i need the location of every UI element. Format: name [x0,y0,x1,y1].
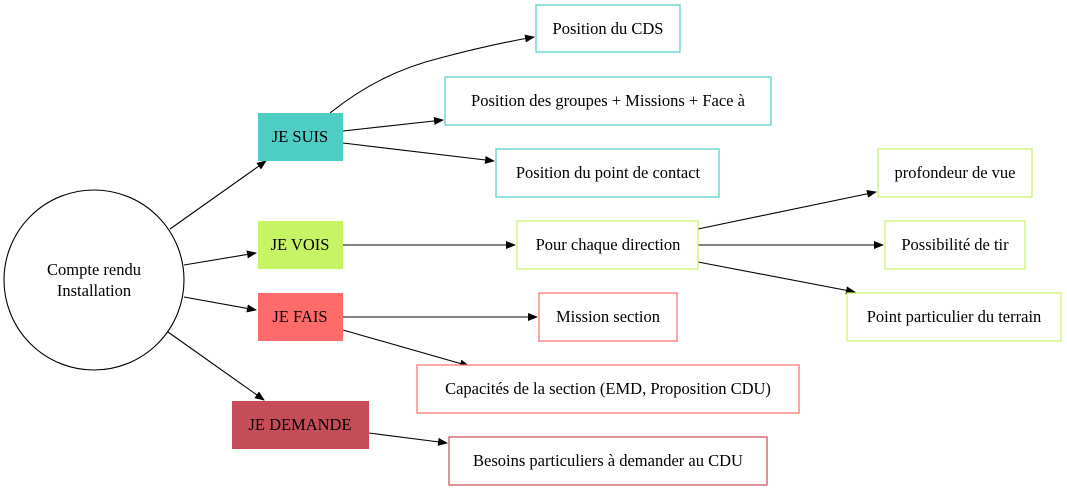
category-label-vois: JE VOIS [271,235,330,254]
leaf-tir: Possibilité de tir [884,220,1026,270]
svg-text:Position du point de contact: Position du point de contact [516,163,701,182]
edge-direction-terrain [697,261,856,295]
edge-root-vois [183,250,257,266]
edge-root-demande [167,331,265,401]
svg-text:Mission section: Mission section [556,307,660,326]
svg-text:Capacités de la section (EMD,: Capacités de la section (EMD, Propositio… [445,379,771,398]
category-node-fais: JE FAIS [258,293,343,341]
edge-root-suis [169,160,267,230]
edge-suis-position-groupes [342,117,444,132]
leaf-profondeur: profondeur de vue [877,148,1033,198]
edge-demande-besoins [368,432,448,446]
leaf-position-cds: Position du CDS [535,4,681,53]
leaf-besoins: Besoins particuliers à demander au CDU [448,436,768,486]
category-label-suis: JE SUIS [272,127,328,146]
leaf-mission-section: Mission section [538,292,678,342]
leaf-point-contact: Position du point de contact [495,148,720,198]
edges [167,34,884,446]
svg-text:Position du CDS: Position du CDS [553,19,664,38]
svg-text:Position des groupes + Mission: Position des groupes + Missions + Face à [471,91,746,110]
category-node-vois: JE VOIS [258,221,343,269]
svg-text:Possibilité de tir: Possibilité de tir [901,235,1009,254]
category-label-fais: JE FAIS [272,307,327,326]
svg-text:Point particulier du terrain: Point particulier du terrain [867,307,1042,326]
category-node-demande: JE DEMANDE [232,401,369,449]
svg-text:profondeur de vue: profondeur de vue [895,163,1016,182]
svg-text:Besoins particuliers à demande: Besoins particuliers à demander au CDU [473,451,743,470]
leaf-capacites: Capacités de la section (EMD, Propositio… [416,364,800,414]
leaf-position-groupes: Position des groupes + Missions + Face à [444,76,772,126]
leaf-terrain: Point particulier du terrain [846,292,1062,342]
edge-direction-profondeur [697,189,877,230]
edge-suis-position-cds [329,34,535,114]
category-node-suis: JE SUIS [258,113,343,161]
edge-suis-point-contact [342,142,495,164]
root-label-line2: Installation [57,281,131,300]
svg-text:Pour chaque direction: Pour chaque direction [536,235,681,254]
category-label-demande: JE DEMANDE [248,415,351,434]
root-node: Compte rendu Installation [3,189,185,371]
edge-fais-capacites [342,329,470,368]
edge-root-fais [183,296,257,313]
root-label-line1: Compte rendu [47,260,141,279]
leaf-chaque-direction: Pour chaque direction [516,220,699,270]
